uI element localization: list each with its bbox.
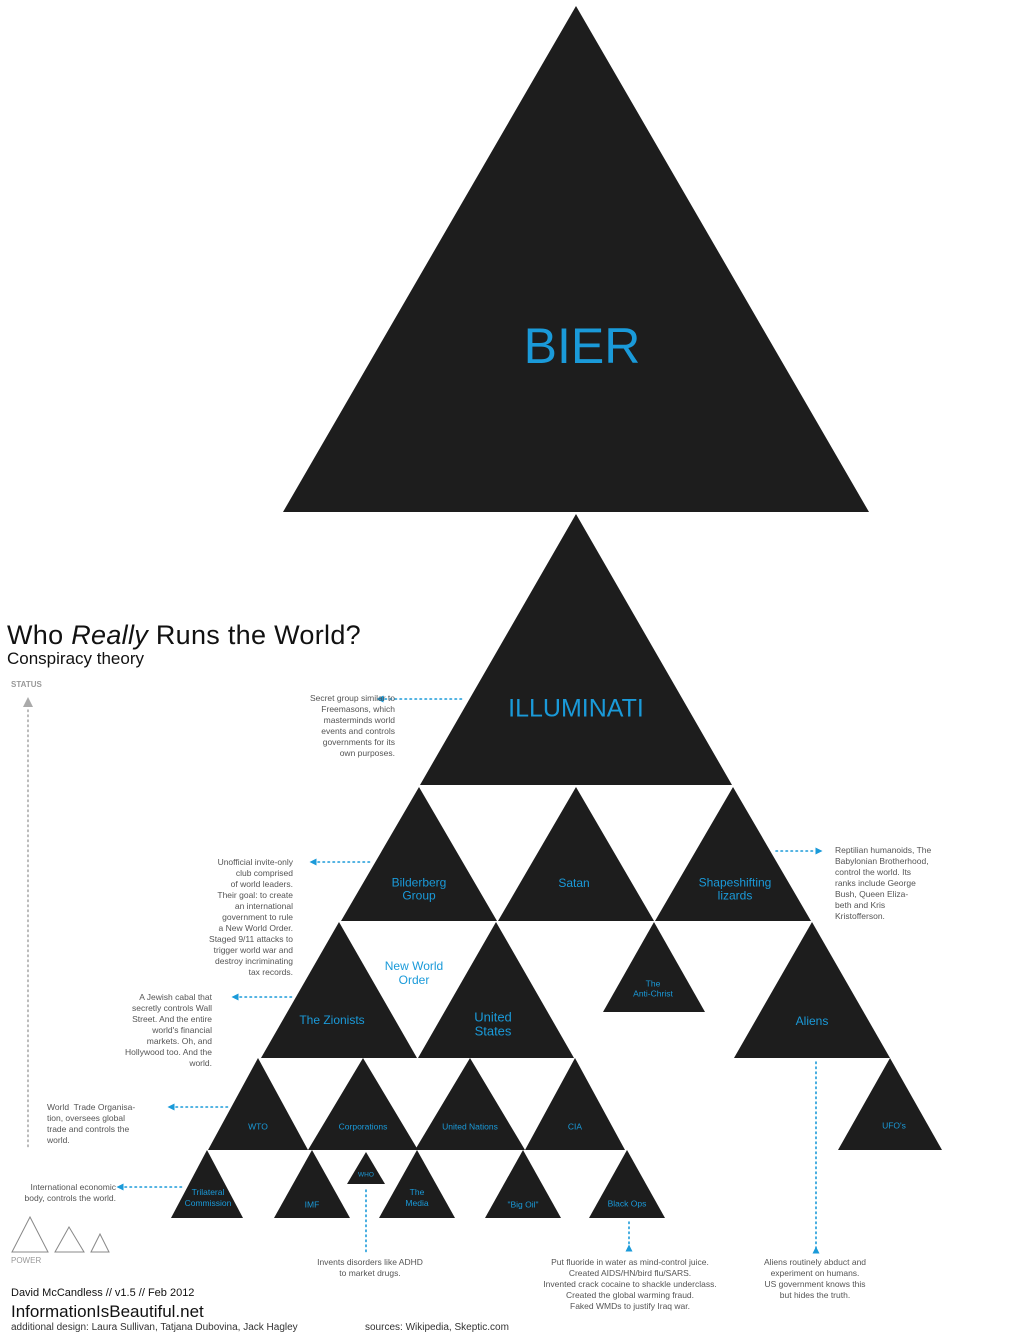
note-blackops: Put fluoride in water as mind-control ju… [543,1257,717,1311]
power-triangle-large [11,1215,49,1253]
note-lizards: Reptilian humanoids, The Babylonian Brot… [835,845,932,921]
note-who: Invents disorders like ADHD to market dr… [317,1257,423,1278]
triangle-zionists [261,922,417,1058]
triangle-imf [274,1150,350,1218]
leader-blackops-head [625,1244,633,1252]
page-title: Who Really Runs the World? [7,620,361,650]
triangle-media [379,1150,455,1218]
label-bigoil: "Big Oil" [507,1199,538,1209]
label-imf: IMF [305,1199,320,1209]
status-axis-head [23,697,33,707]
note-illuminati: Secret group similar to Freemasons, whic… [309,693,395,758]
leader-trilateral-head [116,1183,124,1191]
label-aliens: Aliens [796,1014,829,1028]
label-cia: CIA [568,1121,583,1131]
leader-bilderberg-head [309,858,317,866]
note-zionists: A Jewish cabal that secretly controls Wa… [125,992,212,1068]
label-satan: Satan [558,876,589,890]
status-axis-label: STATUS [11,680,42,689]
label-who: WHO [358,1172,374,1179]
triangle-bigoil [485,1150,561,1218]
note-aliens: Aliens routinely abduct and experiment o… [763,1257,867,1300]
triangle-blackops [589,1150,665,1218]
page-subtitle: Conspiracy theory [7,649,145,668]
leader-wto-head [167,1103,175,1111]
label-corporations: Corporations [339,1121,388,1131]
triangle-illuminati [420,514,732,785]
power-triangle-small [90,1232,110,1253]
triangle-cia [525,1058,625,1150]
label-ufos: UFO's [882,1120,906,1130]
leader-lizards-head [815,847,823,855]
label-bier: BIER [524,318,641,374]
triangle-trilateral [171,1150,243,1218]
power-triangle-medium [54,1226,85,1253]
leader-zionists-head [231,993,239,1001]
triangle-bilderberg [341,787,497,921]
leader-illuminati-head [376,695,384,703]
triangle-who [347,1152,385,1184]
author-credit: David McCandless // v1.5 // Feb 2012 [11,1287,195,1299]
triangle-satan [498,787,654,921]
triangle-wto [208,1058,308,1150]
triangle-antichrist [603,922,705,1012]
site-name: InformationIsBeautiful.net [11,1302,204,1321]
leader-aliens-head [812,1246,820,1254]
label-wto: WTO [248,1121,268,1131]
label-illuminati: ILLUMINATI [508,695,644,723]
note-bilderberg: Unofficial invite-only club comprised of… [209,857,293,977]
note-trilateral: International economic body, controls th… [24,1182,117,1203]
design-credit: additional design: Laura Sullivan, Tatja… [11,1322,298,1333]
power-legend-label: POWER [11,1256,42,1265]
triangle-us [418,922,574,1058]
triangle-corporations [308,1058,418,1150]
label-zionists: The Zionists [299,1013,364,1027]
triangle-bier [283,6,869,512]
label-un: United Nations [442,1121,498,1131]
triangle-ufos [838,1058,942,1150]
triangle-aliens [734,922,890,1058]
label-blackops: Black Ops [608,1198,647,1208]
triangle-lizards [655,787,811,921]
triangle-un [415,1058,525,1150]
sources-credit: sources: Wikipedia, Skeptic.com [365,1322,509,1333]
note-wto: World Trade Organisa- tion, oversees glo… [47,1102,136,1145]
